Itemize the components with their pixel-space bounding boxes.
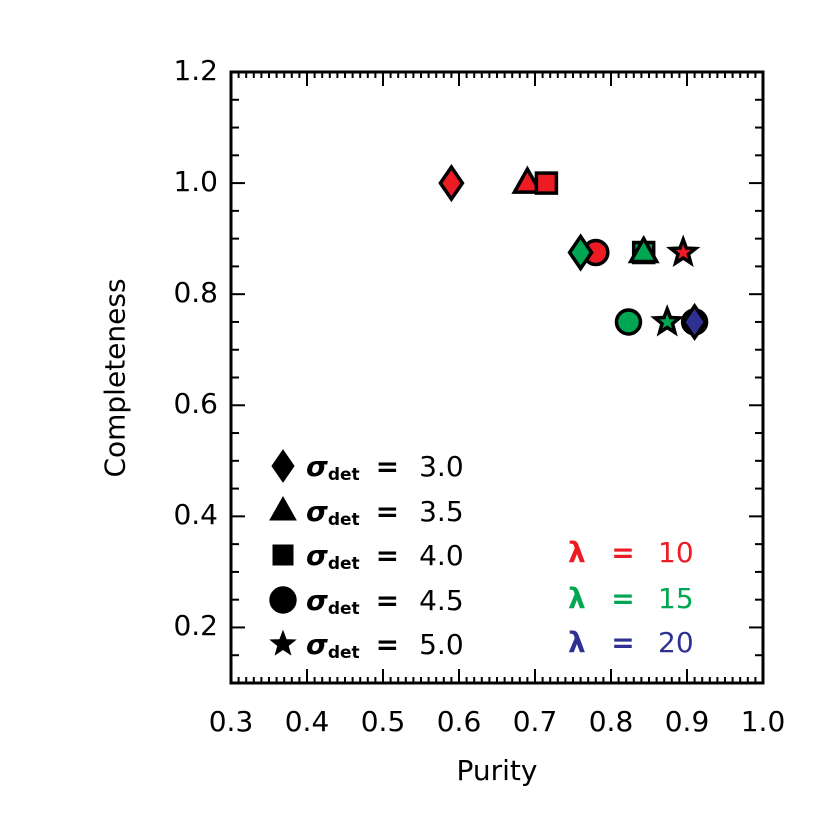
lambda-value: 15 <box>658 582 694 615</box>
diamond-icon <box>268 451 298 481</box>
equals-sign: = <box>375 538 400 572</box>
diamond-marker <box>567 233 594 272</box>
sigma-symbol: σ <box>306 449 328 483</box>
x-tick-label: 1.0 <box>740 705 786 738</box>
y-tick-label: 0.2 <box>173 609 218 643</box>
data-points <box>438 164 709 342</box>
triangle-icon <box>268 496 298 526</box>
sigma-value: 3.5 <box>419 494 464 528</box>
legend-item-sigma-3-5: σ det = 3.5 <box>268 491 464 531</box>
circle-marker <box>614 308 643 336</box>
diamond-marker <box>681 302 708 342</box>
x-tick-label: 0.8 <box>588 705 634 738</box>
triangle-marker <box>627 234 660 264</box>
equals-sign: = <box>611 626 635 659</box>
lambda-value: 20 <box>658 626 694 659</box>
star-icon <box>268 629 298 659</box>
x-tick-label: 0.6 <box>436 705 482 738</box>
diamond-marker <box>438 164 465 203</box>
det-subscript: det <box>327 643 360 663</box>
sigma-symbol: σ <box>306 583 328 617</box>
equals-sign: = <box>375 494 400 528</box>
x-axis-title: Purity <box>456 754 538 787</box>
y-axis-title: Completeness <box>98 278 132 478</box>
sigma-symbol: σ <box>306 627 328 661</box>
circle-icon <box>268 585 298 615</box>
legend-item-lambda-20: λ = 20 <box>568 626 694 659</box>
equals-sign: = <box>611 582 635 615</box>
equals-sign: = <box>375 627 400 661</box>
sigma-value: 4.5 <box>419 583 464 617</box>
legend-item-sigma-4-0: σ det = 4.0 <box>268 535 464 575</box>
det-subscript: det <box>327 554 360 574</box>
x-tick-label: 0.7 <box>512 705 558 738</box>
star-marker <box>650 304 685 337</box>
x-tick-label: 0.5 <box>360 705 406 738</box>
x-tick-label: 0.3 <box>208 705 254 738</box>
sigma-value: 5.0 <box>419 627 464 661</box>
y-tick-label: 1.0 <box>173 165 218 199</box>
y-tick-label: 0.4 <box>173 498 218 532</box>
y-tick-label: 0.8 <box>173 276 218 310</box>
plot-axes <box>229 70 765 685</box>
sigma-value: 3.0 <box>419 449 464 483</box>
det-subscript: det <box>327 465 360 485</box>
y-tick-label: 1.2 <box>173 54 218 87</box>
det-subscript: det <box>327 599 360 619</box>
equals-sign: = <box>375 583 400 617</box>
legend-item-sigma-5-0: σ det = 5.0 <box>268 624 464 664</box>
lambda-symbol: λ <box>568 582 586 615</box>
legend-item-sigma-3-0: σ det = 3.0 <box>268 446 464 486</box>
sigma-value: 4.0 <box>419 538 464 572</box>
lambda-value: 10 <box>658 536 694 569</box>
star-marker <box>269 629 297 656</box>
lambda-symbol: λ <box>568 626 586 659</box>
legend-item-lambda-10: λ = 10 <box>568 536 694 569</box>
square-marker <box>272 544 294 566</box>
triangle-marker <box>511 165 544 194</box>
y-tick-label: 0.6 <box>173 387 218 421</box>
star-marker <box>666 234 701 268</box>
diamond-marker <box>271 449 295 483</box>
det-subscript: det <box>327 510 360 530</box>
circle-marker <box>269 586 297 614</box>
marker-legend-icons <box>269 449 297 656</box>
square-icon <box>268 540 298 570</box>
equals-sign: = <box>375 449 400 483</box>
x-tick-label: 0.4 <box>284 705 330 738</box>
x-tick-label: 0.9 <box>664 705 710 738</box>
square-marker <box>534 171 559 195</box>
lambda-symbol: λ <box>568 536 586 569</box>
legend-item-lambda-15: λ = 15 <box>568 582 694 615</box>
equals-sign: = <box>611 536 635 569</box>
sigma-symbol: σ <box>306 538 328 572</box>
triangle-marker <box>269 495 297 521</box>
legend-item-sigma-4-5: σ det = 4.5 <box>268 580 464 620</box>
sigma-symbol: σ <box>306 494 328 528</box>
